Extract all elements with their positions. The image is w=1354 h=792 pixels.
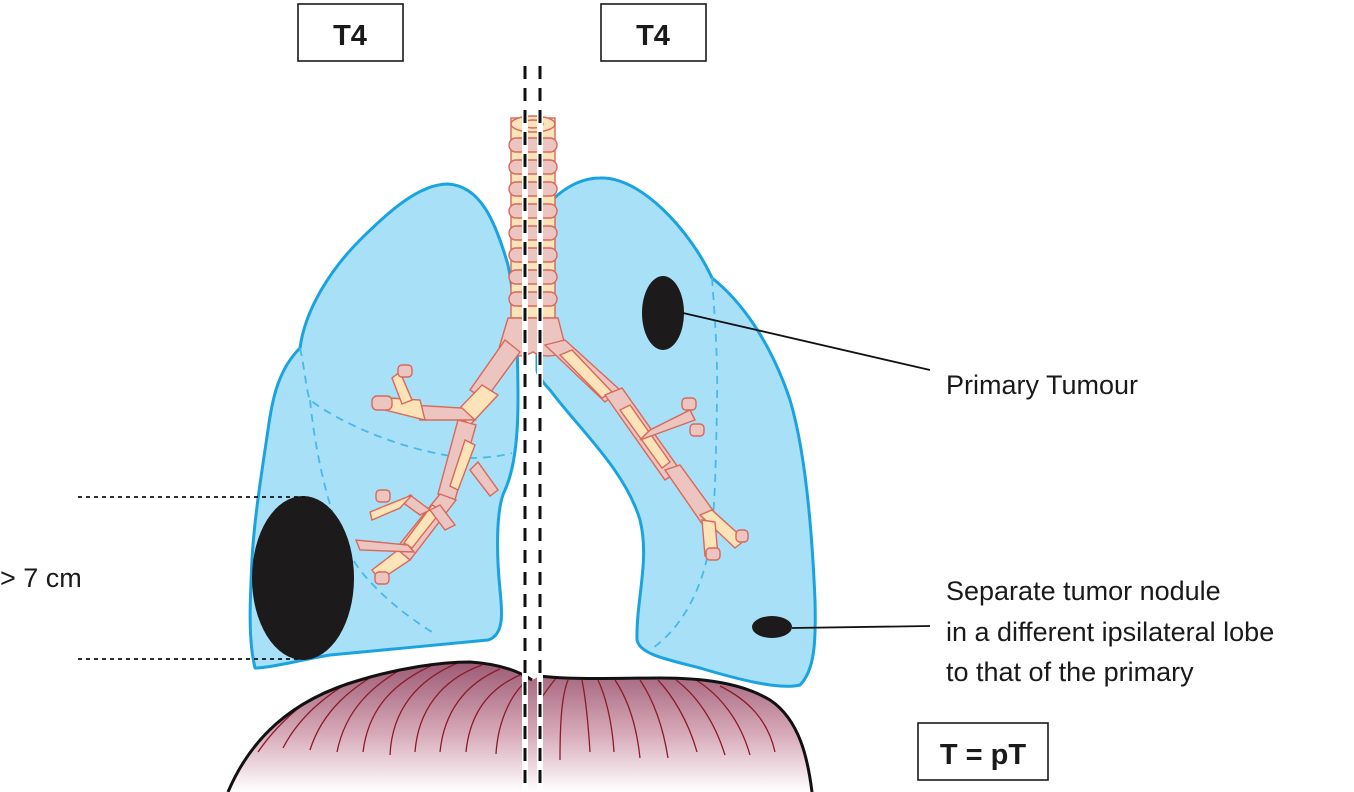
t-equals-pt-label: T = pT — [940, 739, 1026, 771]
separate-nodule-leader — [791, 625, 931, 629]
left-lung — [535, 176, 817, 688]
left-main-bronchus — [543, 339, 749, 561]
primary-tumour-label: Primary Tumour — [946, 370, 1138, 400]
right-stage-box: T4 — [600, 3, 707, 62]
right-main-bronchus — [354, 338, 521, 585]
separate-nodule-label-line-2: in a different ipsilateral lobe — [946, 617, 1274, 647]
large-tumour — [252, 496, 354, 660]
left-stage-label: T4 — [333, 20, 367, 52]
trachea — [498, 115, 567, 357]
size-measurement: > 7 cm — [0, 496, 305, 660]
left-stage-box: T4 — [297, 3, 404, 62]
separate-nodule-label-line-3: to that of the primary — [946, 657, 1194, 687]
diaphragm — [226, 660, 814, 792]
t-equals-pt-box: T = pT — [917, 722, 1049, 781]
right-stage-label: T4 — [636, 20, 670, 52]
separate-nodule — [752, 616, 792, 638]
midline-dashed-lines — [522, 66, 543, 792]
size-label: > 7 cm — [0, 563, 82, 593]
primary-tumour-leader — [682, 312, 931, 371]
primary-tumour — [642, 276, 684, 350]
separate-nodule-label-line-1: Separate tumor nodule — [946, 576, 1221, 606]
